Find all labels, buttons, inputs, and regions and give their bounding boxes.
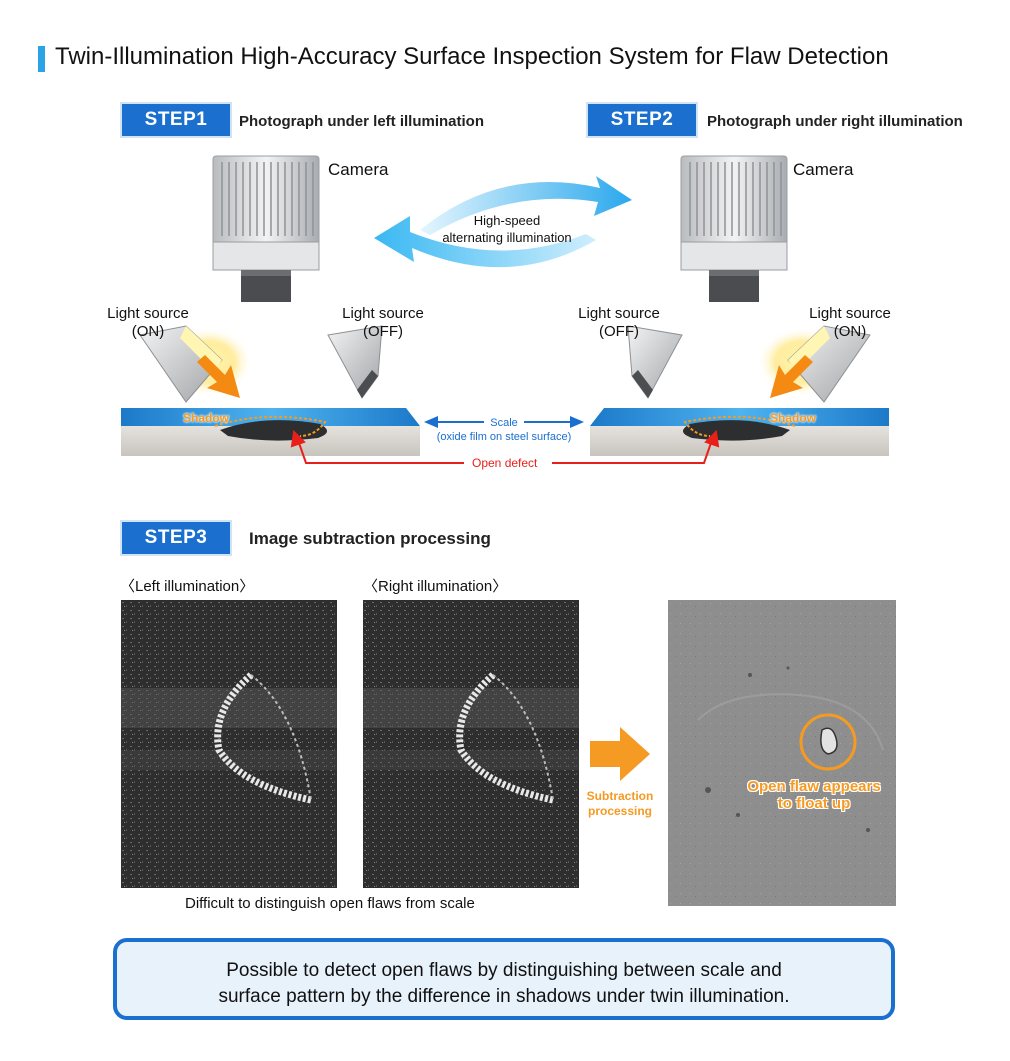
subtraction-arrow-icon: [590, 727, 650, 781]
open-defect-label: Open defect: [472, 456, 538, 470]
light-source-left-off-label: Light source (OFF): [327, 305, 439, 341]
camera-label-left: Camera: [328, 160, 389, 179]
light-source-text: Light source: [107, 305, 189, 322]
subtraction-result-photo: [668, 600, 896, 906]
summary-box: Possible to detect open flaws by disting…: [113, 938, 895, 1020]
light-source-state: (ON): [833, 323, 867, 340]
open-flaw-result-line2: to float up: [777, 795, 851, 812]
scale-double-arrow: [424, 414, 584, 430]
page-title: Twin-Illumination High-Accuracy Surface …: [55, 43, 889, 70]
light-source-left-on-label: Light source (ON): [92, 305, 204, 341]
summary-text: Possible to detect open flaws by disting…: [117, 958, 891, 1010]
left-illumination-photo: [121, 600, 337, 888]
open-defect-arrows: [290, 429, 720, 464]
summary-line1: Possible to detect open flaws by disting…: [226, 960, 782, 981]
step3-badge: STEP3: [120, 520, 232, 556]
title-accent-bar: [38, 46, 45, 72]
photos-bottom-caption: Difficult to distinguish open flaws from…: [185, 895, 475, 912]
left-illumination-caption: 〈Left illumination〉: [120, 578, 255, 595]
subtraction-label-line2: processing: [587, 804, 653, 818]
light-source-right-off-icon: [627, 325, 683, 399]
light-source-right-on-icon: [757, 325, 871, 403]
open-flaw-result-line1: Open flaw appears: [747, 778, 881, 795]
camera-label-right: Camera: [793, 160, 854, 179]
camera-icon-left: [212, 155, 320, 302]
camera-icon-right: [680, 155, 788, 302]
subtraction-label: Subtraction processing: [574, 789, 666, 819]
summary-line2: surface pattern by the difference in sha…: [218, 986, 790, 1007]
right-illumination-photo: [363, 600, 579, 888]
open-flaw-result-label: Open flaw appears to float up: [734, 778, 894, 812]
light-source-right-off-label: Light source (OFF): [563, 305, 675, 341]
light-source-left-on-icon: [139, 325, 253, 403]
light-source-state: (OFF): [363, 323, 403, 340]
light-source-text: Light source: [809, 305, 891, 322]
steel-surface-left: [121, 408, 420, 456]
step2-badge: STEP2: [586, 102, 698, 138]
scale-label-line2: (oxide film on steel surface): [436, 431, 572, 443]
illumination-diagram: [121, 155, 889, 464]
light-source-right-on-label: Light source (ON): [794, 305, 906, 341]
shadow-label-left: Shadow: [183, 411, 230, 425]
alternating-label: High-speed alternating illumination: [422, 212, 592, 246]
step3-description: Image subtraction processing: [249, 529, 491, 548]
alternating-label-line1: High-speed: [473, 213, 541, 228]
shadow-label-right: Shadow: [770, 411, 817, 425]
step2-description: Photograph under right illumination: [707, 113, 963, 130]
steel-surface-right: [590, 408, 889, 456]
subtraction-label-line1: Subtraction: [586, 789, 654, 803]
scale-label: Scale (oxide film on steel surface): [424, 416, 584, 444]
light-source-left-off-icon: [327, 325, 383, 399]
light-source-state: (ON): [131, 323, 165, 340]
alternating-label-line2: alternating illumination: [442, 230, 572, 245]
light-source-text: Light source: [342, 305, 424, 322]
alternating-arrows-icon: [374, 176, 632, 268]
step1-badge: STEP1: [120, 102, 232, 138]
light-source-state: (OFF): [599, 323, 639, 340]
light-source-text: Light source: [578, 305, 660, 322]
step1-description: Photograph under left illumination: [239, 113, 484, 130]
scale-label-line1: Scale: [490, 417, 518, 429]
right-illumination-caption: 〈Right illumination〉: [363, 578, 508, 595]
